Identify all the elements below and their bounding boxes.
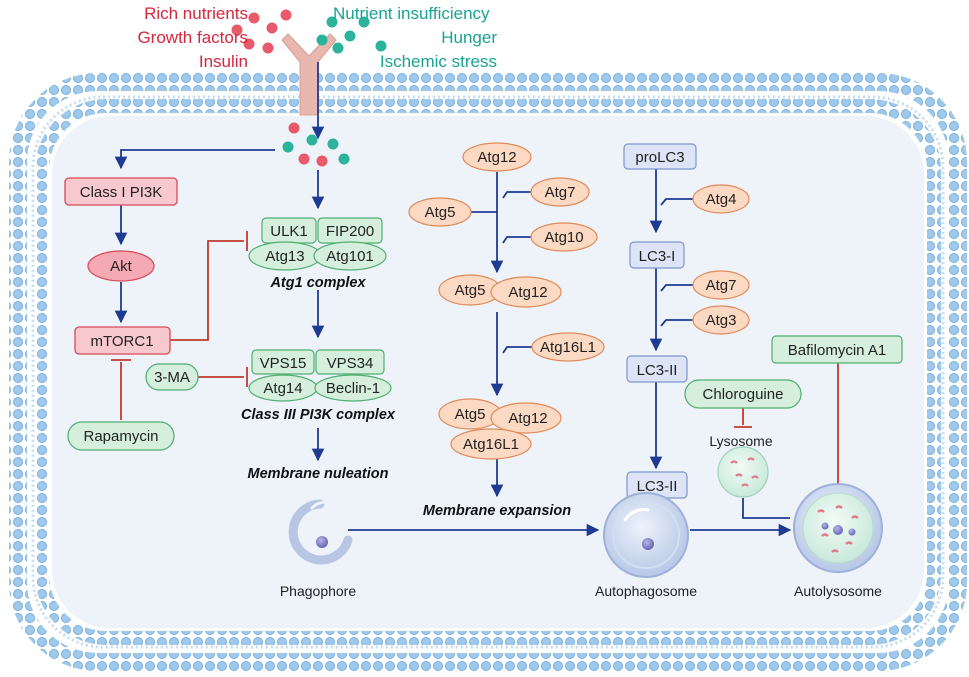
lysosome-icon (717, 446, 769, 498)
membrane-nucleation-label: Membrane nuleation (248, 466, 389, 482)
autolysosome-label: Autolysosome (794, 583, 882, 599)
stimulus-growth-factors: Growth factors (137, 28, 248, 47)
stimulus-hunger: Hunger (441, 28, 497, 47)
lc3-2-autophagosome-label: LC3-II (637, 478, 678, 495)
phagophore-icon (288, 499, 353, 565)
beclin-label: Beclin-1 (326, 380, 380, 397)
atg13-label: Atg13 (265, 248, 304, 265)
bafilomycin-label: Bafilomycin A1 (788, 342, 886, 359)
atg5-pair-label: Atg5 (455, 282, 486, 299)
atg16l1-label: Atg16L1 (540, 339, 596, 356)
atg14-label: Atg14 (263, 380, 302, 397)
autolysosome-icon (793, 483, 883, 573)
phagophore-label: Phagophore (280, 583, 357, 599)
stimulus-nutrient-insufficiency: Nutrient insufficiency (333, 4, 490, 23)
lysosome-label: Lysosome (709, 433, 773, 449)
stimulus-rich-nutrients: Rich nutrients (144, 4, 248, 23)
rapamycin-label: Rapamycin (83, 428, 158, 445)
atg1-complex: ULK1 FIP200 Atg13 Atg101 Atg1 complex (248, 217, 387, 291)
lc3-1-label: LC3-I (639, 248, 676, 265)
akt-node: Akt (87, 250, 155, 282)
lc3-processing: proLC3 Atg4 LC3-I Atg7 Atg3 LC3-II (623, 143, 750, 383)
lc3-2-box-autophagosome: LC3-II (626, 471, 688, 499)
chloroquine-label: Chloroguine (703, 386, 784, 403)
atg3-label: Atg3 (706, 312, 737, 329)
atg1-complex-title: Atg1 complex (269, 275, 366, 291)
autophagosome-label: Autophagosome (595, 583, 697, 599)
fip200-label: FIP200 (326, 223, 374, 240)
stimulus-insulin: Insulin (199, 52, 248, 71)
3ma-label: 3-MA (154, 369, 190, 386)
atg-conjugation-system: Atg12 Atg7 Atg5 Atg10 Atg5 Atg12 Atg16L1… (408, 142, 605, 460)
chloroquine-box: Chloroguine (684, 379, 802, 409)
atg10-label: Atg10 (544, 229, 583, 246)
atg7-conj-label: Atg7 (545, 184, 576, 201)
atg12-label: Atg12 (477, 149, 516, 166)
negative-stimuli: Nutrient insufficiency Hunger Ischemic s… (333, 4, 497, 71)
rapamycin-box: Rapamycin (67, 421, 175, 451)
atg16l1-tri-label: Atg16L1 (463, 436, 519, 453)
atg12-pair-label: Atg12 (508, 284, 547, 301)
atg12-tri-label: Atg12 (508, 410, 547, 427)
positive-stimuli: Rich nutrients Growth factors Insulin (137, 4, 248, 71)
stimulus-ischemic-stress: Ischemic stress (380, 52, 497, 71)
atg5-tri-label: Atg5 (455, 406, 486, 423)
akt-label: Akt (110, 258, 133, 275)
lc3-2-label: LC3-II (637, 362, 678, 379)
autophagosome-icon (603, 492, 689, 578)
prolc3-label: proLC3 (635, 149, 684, 166)
atg101-label: Atg101 (326, 248, 374, 265)
vps15-label: VPS15 (260, 355, 307, 372)
receptor-icon (281, 33, 337, 116)
class3-pi3k-complex-title: Class III PI3K complex (241, 407, 396, 423)
activation-arrows (114, 62, 792, 537)
ligand-dots-inside (282, 122, 350, 167)
atg5-label: Atg5 (425, 204, 456, 221)
bafilomycin-box: Bafilomycin A1 (771, 335, 903, 364)
class1-pi3k-label: Class I PI3K (80, 184, 163, 201)
mtorc1-box: mTORC1 (74, 326, 171, 355)
membrane-expansion-label: Membrane expansion (423, 503, 571, 519)
vps34-label: VPS34 (327, 355, 374, 372)
atg4-label: Atg4 (706, 191, 737, 208)
inhibition-lines (111, 231, 847, 487)
class1-pi3k-box: Class I PI3K (64, 177, 178, 206)
mtorc1-label: mTORC1 (90, 333, 153, 350)
ulk1-label: ULK1 (270, 223, 308, 240)
3ma-box: 3-MA (145, 363, 199, 391)
class3-pi3k-complex: VPS15 VPS34 Atg14 Beclin-1 Class III PI3… (241, 349, 396, 423)
ligand-dots-top (231, 9, 387, 54)
atg7-lc3-label: Atg7 (706, 277, 737, 294)
